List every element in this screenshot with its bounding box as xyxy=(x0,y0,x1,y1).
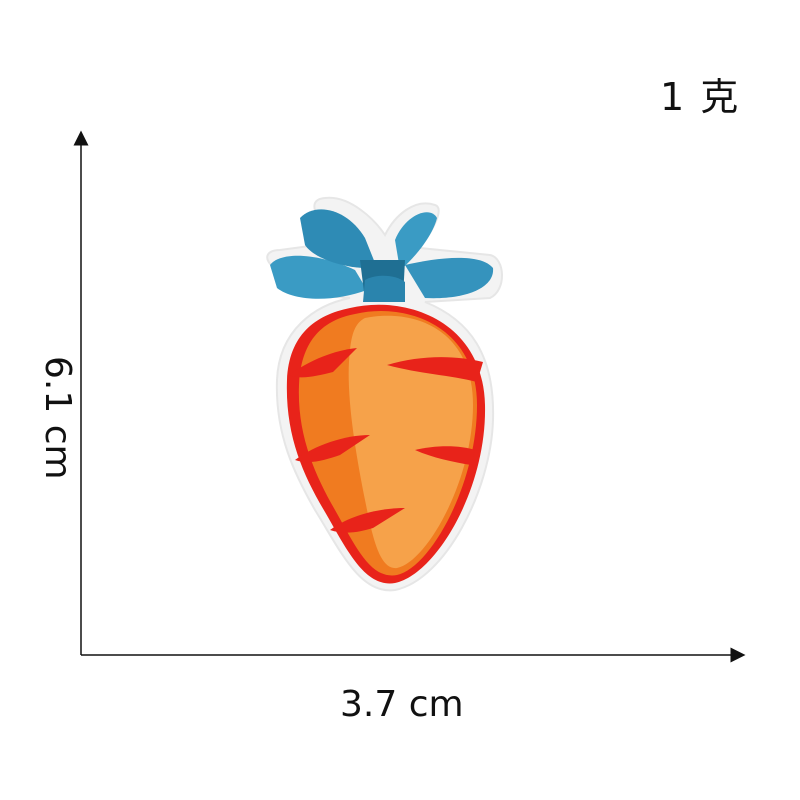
carrot-patch-image xyxy=(266,196,503,592)
width-dimension-label: 3.7 cm xyxy=(340,684,464,725)
height-dimension-label: 6.1 cm xyxy=(37,356,78,480)
carrot-leaves xyxy=(270,209,494,302)
weight-label: 1 克 xyxy=(660,75,741,119)
carrot-body xyxy=(286,304,486,584)
